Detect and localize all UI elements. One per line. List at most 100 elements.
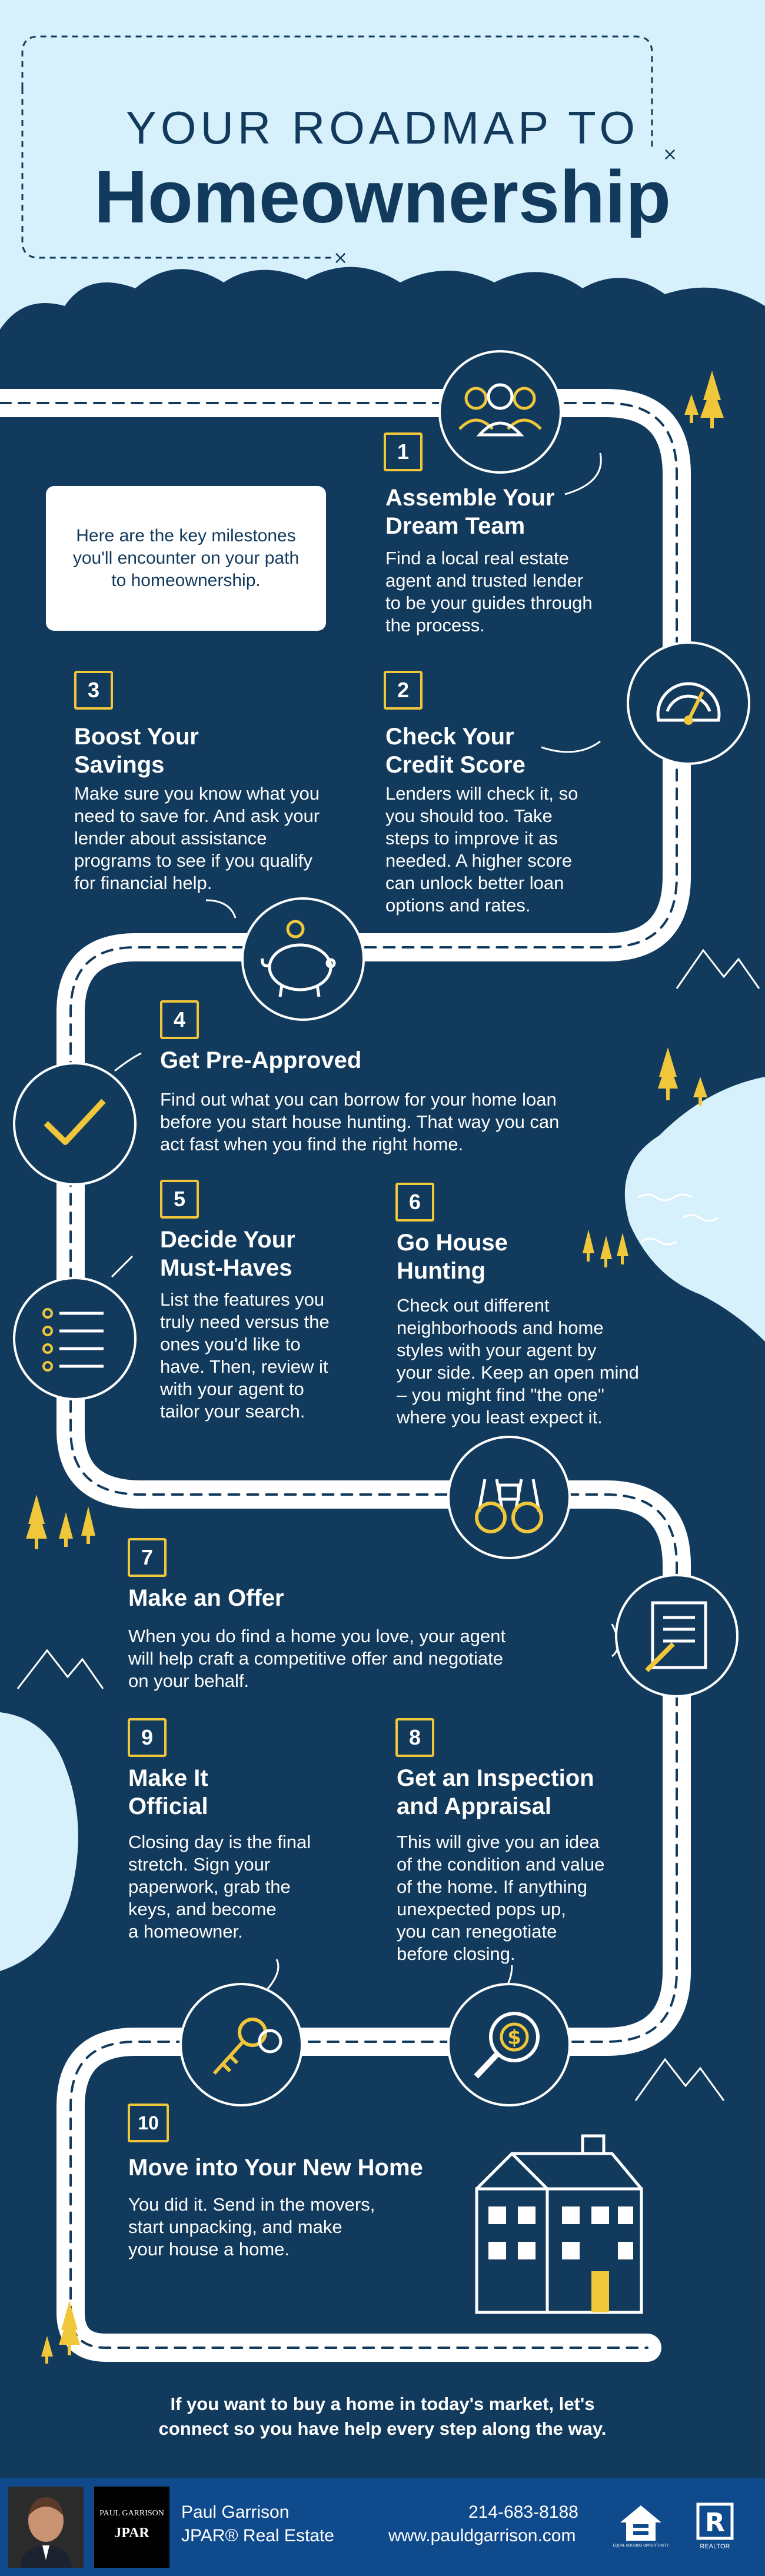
step-8-body-line: unexpected pops up,: [397, 1899, 566, 1919]
step-6-body-line: neighborhoods and home: [397, 1317, 604, 1338]
step-2-body-line: Lenders will check it, so: [385, 783, 578, 804]
step-4-number: 4: [160, 1000, 199, 1039]
step-7-number: 7: [128, 1538, 167, 1577]
step-6-title-line1: Go House: [397, 1230, 508, 1256]
agent-phone[interactable]: 214-683-8188: [468, 2502, 578, 2522]
step-10-body-line: start unpacking, and make: [128, 2216, 342, 2237]
step-5-body-line: List the features you: [160, 1289, 325, 1310]
agent-website[interactable]: www.pauldgarrison.com: [388, 2526, 576, 2545]
step-9-title-line2: Official: [128, 1793, 208, 1819]
step-6-body-line: your side. Keep an open mind: [397, 1362, 639, 1383]
step-5-title-line1: Decide Your: [160, 1227, 295, 1253]
step-8-body-line: of the condition and value: [397, 1854, 605, 1875]
step-6-title-line2: Hunting: [397, 1258, 486, 1284]
header-title-line1: YOUR ROADMAP TO: [125, 102, 640, 154]
step-6-number: 6: [395, 1183, 434, 1222]
binoculars-icon: [447, 1436, 571, 1559]
step-5-number: 5: [160, 1180, 199, 1219]
step-2-body-line: you should too. Take: [385, 806, 553, 826]
step-3-body-line: programs to see if you qualify: [74, 850, 312, 871]
footer-bar: PAUL GARRISON JPAR Paul Garrison JPAR® R…: [0, 2478, 765, 2576]
brand-logo-name: PAUL GARRISON: [99, 2509, 164, 2518]
step-8-body-line: of the home. If anything: [397, 1876, 587, 1897]
step-5-title-line2: Must-Haves: [160, 1255, 292, 1281]
step-2-title-line2: Credit Score: [385, 752, 525, 778]
step-6-body-line: styles with your agent by: [397, 1340, 597, 1360]
credit-gauge-icon: [627, 641, 750, 765]
step-1-body-line: to be your guides through: [385, 593, 593, 613]
offer-document-icon: [615, 1574, 739, 1698]
step-7-body-line: When you do find a home you love, your a…: [128, 1626, 506, 1646]
step-9-body-line: stretch. Sign your: [128, 1854, 271, 1875]
step-8-body-line: before closing.: [397, 1943, 515, 1964]
step-6-body-line: – you might find "the one": [397, 1384, 604, 1405]
step-5-body-line: tailor your search.: [160, 1401, 305, 1422]
step-10-body-line: your house a home.: [128, 2239, 290, 2259]
step-9-body-line: keys, and become: [128, 1899, 277, 1919]
step-8-title-line2: and Appraisal: [397, 1793, 552, 1819]
step-4-body-line: act fast when you find the right home.: [160, 1134, 464, 1154]
step-3-number: 3: [74, 671, 113, 710]
step-1-number: 1: [384, 432, 423, 471]
step-10-number: 10: [128, 2104, 169, 2142]
agent-company: JPAR® Real Estate: [181, 2526, 334, 2545]
step-3-body-line: need to save for. And ask your: [74, 806, 320, 826]
step-3-body-line: Make sure you know what you: [74, 783, 320, 804]
equal-housing-icon: EQUAL HOUSING OPPORTUNITY: [613, 2502, 668, 2555]
realtor-label: REALTOR: [700, 2543, 730, 2550]
step-4-title: Get Pre-Approved: [160, 1047, 362, 1073]
step-9-body-line: paperwork, grab the: [128, 1876, 291, 1897]
svg-text:×: ×: [333, 248, 348, 268]
step-5-body-line: truly need versus the: [160, 1312, 330, 1332]
piggy-bank-icon: [241, 897, 365, 1021]
step-5-body-line: with your agent to: [160, 1379, 304, 1399]
step-7-body-line: on your behalf.: [128, 1670, 250, 1691]
step-3-title-line2: Savings: [74, 752, 165, 778]
step-5-body-line: have. Then, review it: [160, 1356, 328, 1377]
step-9-body-line: a homeowner.: [128, 1921, 243, 1942]
step-6-body-line: where you least expect it.: [397, 1407, 603, 1427]
svg-text:$: $: [507, 2026, 521, 2049]
cta-line: If you want to buy a home in today's mar…: [170, 2394, 595, 2414]
step-8-number: 8: [395, 1718, 434, 1757]
realtor-icon: R REALTOR: [694, 2502, 736, 2555]
checkmark-icon: [13, 1062, 137, 1186]
step-2-body-line: needed. A higher score: [385, 850, 573, 871]
step-1-body-line: agent and trusted lender: [385, 570, 584, 591]
step-8-body-line: This will give you an idea: [397, 1832, 600, 1852]
step-1-title-line2: Dream Team: [385, 513, 525, 539]
step-1-body-line: Find a local real estate: [385, 548, 569, 568]
step-9-body-line: Closing day is the final: [128, 1832, 311, 1852]
step-10-body: You did it. Send in the movers,start unp…: [128, 2194, 375, 2261]
step-4-body-line: Find out what you can borrow for your ho…: [160, 1089, 557, 1110]
step-4-body: Find out what you can borrow for your ho…: [160, 1089, 559, 1156]
step-9-number: 9: [128, 1718, 167, 1757]
step-2-body-line: can unlock better loan: [385, 873, 564, 893]
cta-line: connect so you have help every step alon…: [158, 2418, 607, 2439]
step-9-title-line1: Make It: [128, 1765, 208, 1791]
step-8-title-line1: Get an Inspection: [397, 1765, 594, 1791]
step-2-body-line: options and rates.: [385, 895, 531, 916]
checklist-icon: [13, 1277, 137, 1400]
step-5-body-line: ones you'd like to: [160, 1334, 301, 1354]
step-3-body-line: for financial help.: [74, 873, 212, 893]
step-4-body-line: before you start house hunting. That way…: [160, 1111, 560, 1132]
call-to-action: If you want to buy a home in today's mar…: [0, 2392, 765, 2441]
step-1-title-line1: Assemble Your: [385, 485, 555, 511]
intro-card: Here are the key milestones you'll encou…: [46, 486, 326, 631]
step-7-body: When you do find a home you love, your a…: [128, 1625, 505, 1692]
agent-name: Paul Garrison: [181, 2502, 290, 2522]
